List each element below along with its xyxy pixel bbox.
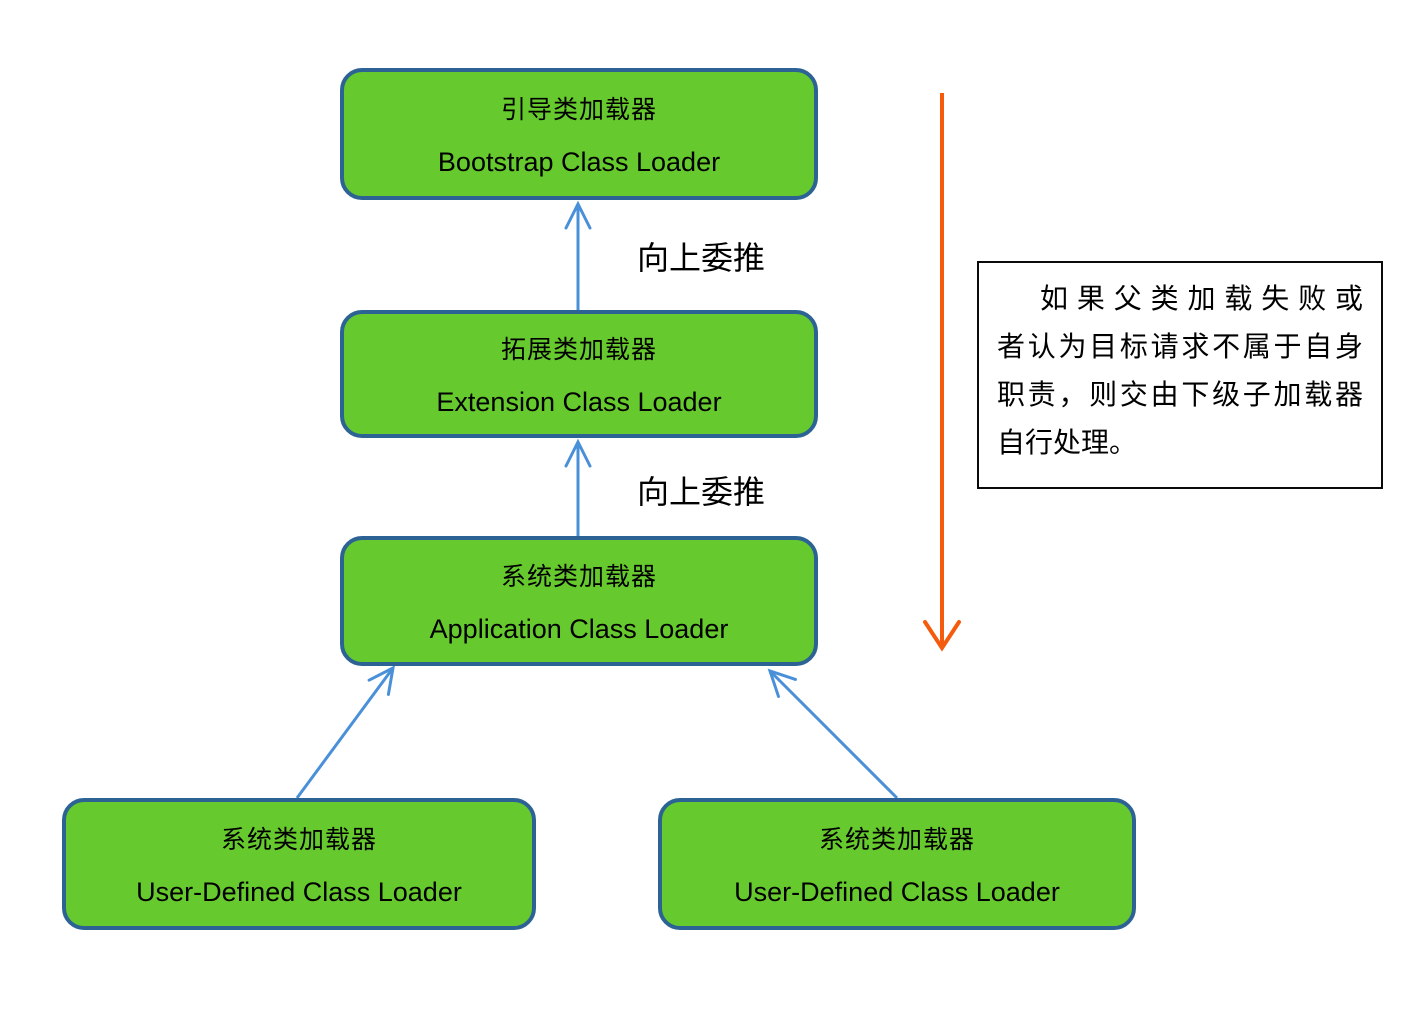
arrow-userdefined-left-to-application bbox=[295, 665, 395, 799]
node-title-zh: 拓展类加载器 bbox=[500, 336, 657, 364]
node-user-defined-class-loader-right: 系统类加载器 User-Defined Class Loader bbox=[658, 798, 1136, 930]
node-title-zh: 系统类加载器 bbox=[500, 563, 657, 591]
node-title-en: Application Class Loader bbox=[429, 614, 729, 644]
node-user-defined-class-loader-left: 系统类加载器 User-Defined Class Loader bbox=[62, 798, 536, 930]
node-title-en: User-Defined Class Loader bbox=[136, 877, 462, 907]
node-title-en: User-Defined Class Loader bbox=[734, 877, 1060, 907]
node-title-zh: 引导类加载器 bbox=[500, 96, 657, 124]
note-box: 如果父类加载失败或 者认为目标请求不属于自身 职责，则交由下级子加载器 自行处理… bbox=[977, 261, 1383, 489]
note-line: 如果父类加载失败或 bbox=[1040, 283, 1363, 314]
node-title-zh: 系统类加载器 bbox=[818, 826, 975, 854]
node-title-zh: 系统类加载器 bbox=[220, 826, 377, 854]
node-title-en: Bootstrap Class Loader bbox=[437, 147, 721, 177]
edge-label-delegate-up-2: 向上委推 bbox=[636, 474, 765, 510]
note-line: 自行处理。 bbox=[997, 427, 1138, 458]
node-application-class-loader: 系统类加载器 Application Class Loader bbox=[340, 536, 818, 666]
note-line: 者认为目标请求不属于自身 bbox=[997, 331, 1363, 362]
note-line: 职责，则交由下级子加载器 bbox=[997, 379, 1363, 410]
edge-label-delegate-up-1: 向上委推 bbox=[636, 240, 765, 276]
node-bootstrap-class-loader: 引导类加载器 Bootstrap Class Loader bbox=[340, 68, 818, 200]
node-extension-class-loader: 拓展类加载器 Extension Class Loader bbox=[340, 310, 818, 438]
node-title-en: Extension Class Loader bbox=[436, 387, 722, 417]
arrow-userdefined-right-to-application bbox=[767, 668, 899, 800]
